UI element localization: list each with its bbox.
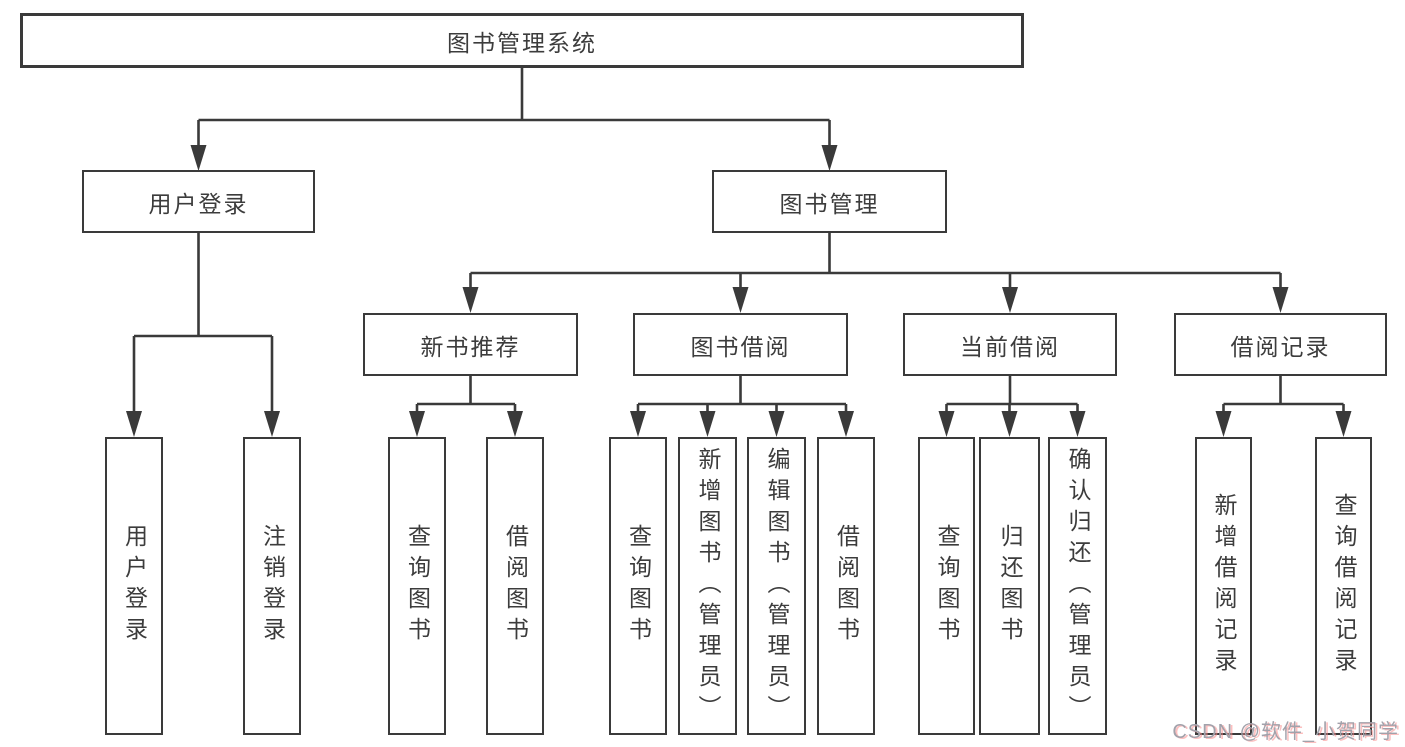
node-library-system-label: 图书管理系统 [447,29,597,56]
leaf-current-query-books-label: 查询图书 [934,524,960,648]
leaf-borrow-add-books-admin-label: 新增图书（管理员） [695,446,721,726]
leaf-recommend-query-books: 查询图书 [388,437,446,735]
leaf-records-add-record-label: 新增借阅记录 [1211,493,1237,679]
node-book-management-label: 图书管理 [779,190,880,217]
node-new-book-recommend: 新书推荐 [363,313,578,376]
leaf-current-return-books: 归还图书 [979,437,1040,735]
leaf-borrow-borrow-books-label: 借阅图书 [833,524,860,648]
leaf-borrow-query-books-label: 查询图书 [625,524,652,648]
node-borrow-records-label: 借阅记录 [1230,333,1331,360]
leaf-records-query-record: 查询借阅记录 [1315,437,1372,735]
leaf-user-login-label: 用户登录 [121,524,148,648]
leaf-borrow-add-books-admin: 新增图书（管理员） [678,437,737,735]
node-current-borrow-label: 当前借阅 [960,333,1060,360]
leaf-user-login: 用户登录 [105,437,163,735]
node-library-system: 图书管理系统 [20,13,1024,68]
watermark-text: CSDN @软件_小贺同学 [1172,721,1399,743]
leaf-recommend-query-books-label: 查询图书 [404,524,431,648]
leaf-records-add-record: 新增借阅记录 [1195,437,1252,735]
leaf-records-query-record-label: 查询借阅记录 [1331,493,1357,679]
node-current-borrow: 当前借阅 [903,313,1117,376]
node-book-management: 图书管理 [712,170,947,233]
leaf-logout-label: 注销登录 [259,524,286,648]
leaf-current-return-books-label: 归还图书 [997,524,1023,648]
node-book-borrow-label: 图书借阅 [690,333,791,360]
leaf-current-confirm-return-admin-label: 确认归还（管理员） [1065,446,1091,726]
node-borrow-records: 借阅记录 [1174,313,1387,376]
node-user-login: 用户登录 [82,170,315,233]
leaf-current-confirm-return-admin: 确认归还（管理员） [1048,437,1107,735]
node-user-login-label: 用户登录 [148,190,249,217]
node-new-book-recommend-label: 新书推荐 [420,333,521,360]
leaf-recommend-borrow-books-label: 借阅图书 [502,524,529,648]
node-book-borrow: 图书借阅 [633,313,848,376]
leaf-borrow-query-books: 查询图书 [609,437,667,735]
leaf-logout: 注销登录 [243,437,301,735]
leaf-borrow-borrow-books: 借阅图书 [817,437,875,735]
leaf-borrow-edit-books-admin-label: 编辑图书（管理员） [764,446,790,726]
leaf-current-query-books: 查询图书 [918,437,975,735]
leaf-borrow-edit-books-admin: 编辑图书（管理员） [747,437,806,735]
leaf-recommend-borrow-books: 借阅图书 [486,437,544,735]
